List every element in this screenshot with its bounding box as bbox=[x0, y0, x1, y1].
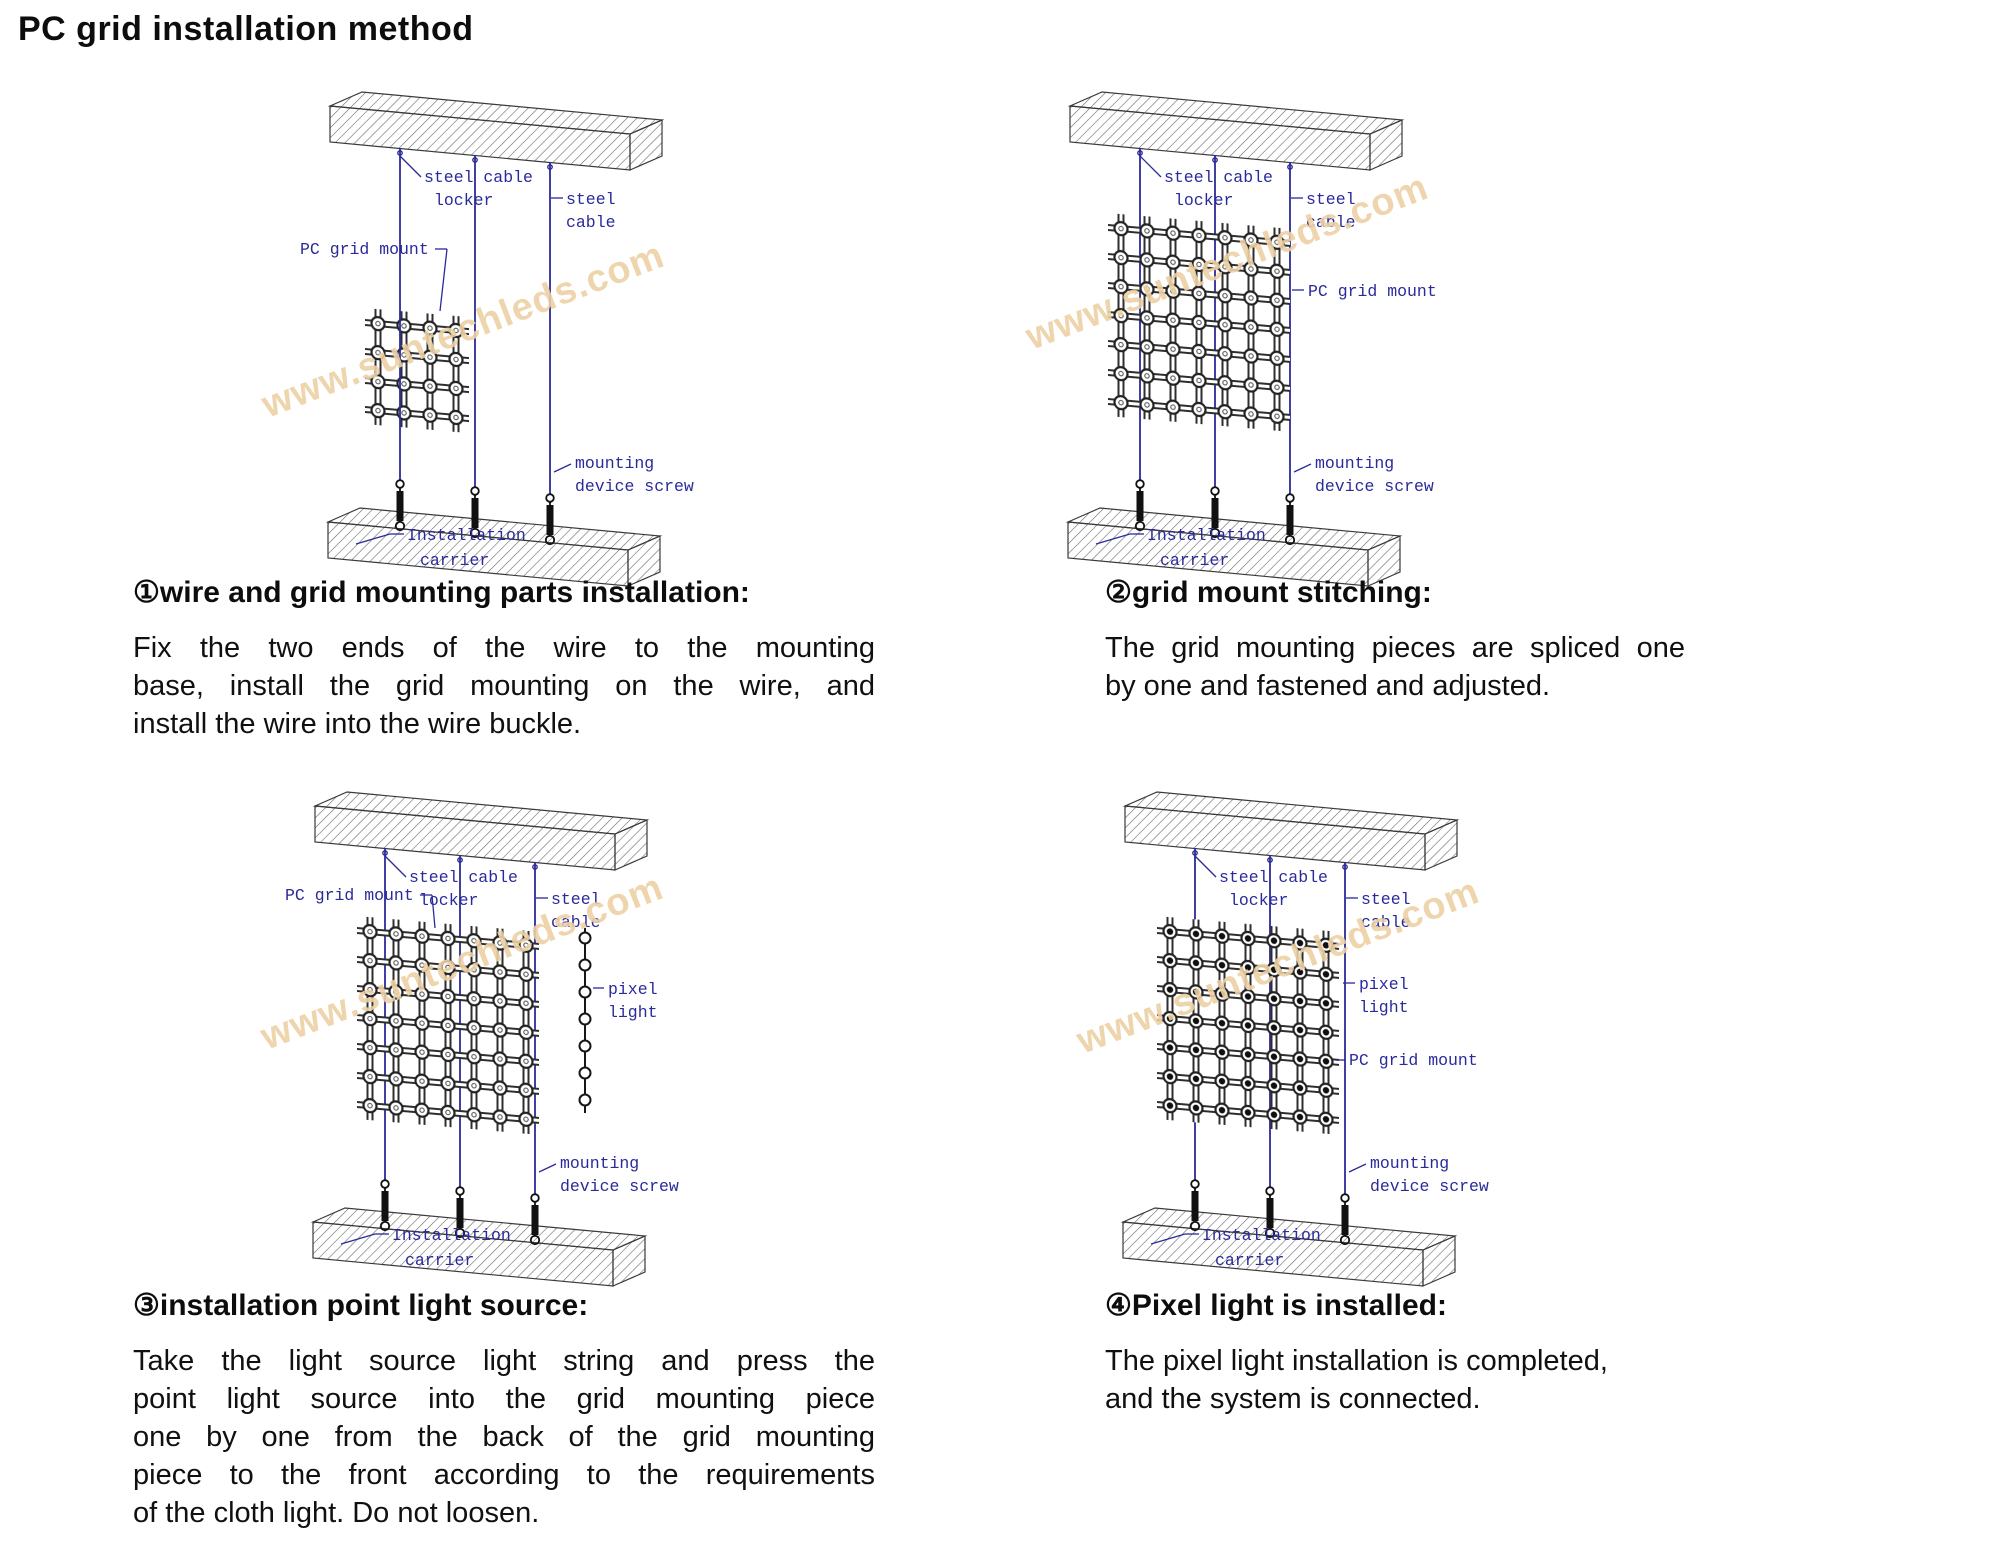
step-3-line: one by one from the back of the grid mou… bbox=[133, 1421, 875, 1453]
label-steel-cable: cable bbox=[551, 913, 601, 932]
label-mounting-device-screw: device screw bbox=[1315, 477, 1434, 496]
cable-hook bbox=[1137, 150, 1143, 156]
step-2-line: The grid mounting pieces are spliced one bbox=[1105, 632, 1685, 664]
label-steel-cable: cable bbox=[1306, 213, 1356, 232]
mounting-device-screw-part bbox=[529, 1193, 541, 1246]
step-1-line: Fix the two ends of the wire to the moun… bbox=[133, 632, 875, 664]
step-2-caption: ②grid mount stitching: The grid mounting… bbox=[1105, 575, 1685, 705]
cable-hook bbox=[1287, 164, 1293, 170]
pc-grid-mesh-with-pixels bbox=[1157, 916, 1339, 1135]
label-mounting-device-screw: mounting bbox=[1315, 454, 1394, 473]
label-steel-cable-locker: locker bbox=[419, 891, 478, 910]
label-installation-carrier: Installation bbox=[1147, 526, 1266, 545]
label-steel-cable: steel bbox=[1361, 890, 1411, 909]
cable-hook bbox=[457, 857, 463, 863]
label-steel-cable: steel bbox=[566, 190, 616, 209]
cable-hook bbox=[472, 157, 478, 163]
diagram-step-3: steel cable locker steel cable PC grid m… bbox=[254, 791, 679, 1287]
top-beam bbox=[329, 91, 663, 171]
label-mounting-device-screw: mounting bbox=[1370, 1154, 1449, 1173]
pc-grid-mesh bbox=[1108, 212, 1290, 432]
installation-carrier-beam bbox=[312, 1207, 646, 1287]
label-installation-carrier: Installation bbox=[1202, 1226, 1321, 1245]
step-4-caption: ④Pixel light is installed: The pixel lig… bbox=[1105, 1288, 1685, 1418]
label-pc-grid-mount: PC grid mount bbox=[1308, 282, 1437, 301]
step-3-caption: ③installation point light source: Take t… bbox=[133, 1288, 875, 1532]
label-installation-carrier: Installation bbox=[392, 1226, 511, 1245]
label-mounting-device-screw: device screw bbox=[560, 1177, 679, 1196]
cable-hook bbox=[382, 850, 388, 856]
diagram-step-1: steel cable locker steel cable PC grid m… bbox=[255, 91, 694, 587]
step-4-line: The pixel light installation is complete… bbox=[1105, 1345, 1608, 1377]
step-3-heading: ③installation point light source: bbox=[133, 1289, 589, 1322]
label-steel-cable-locker: locker bbox=[434, 191, 493, 210]
label-pixel-light: pixel bbox=[608, 980, 658, 999]
diagram-step-2: steel cable locker steel cable PC grid m… bbox=[1019, 91, 1437, 587]
label-steel-cable-locker: steel cable bbox=[424, 168, 533, 187]
label-steel-cable: cable bbox=[566, 213, 616, 232]
cable-hook bbox=[1267, 857, 1273, 863]
step-3-line: Take the light source light string and p… bbox=[133, 1345, 875, 1377]
mounting-device-screw-part bbox=[379, 1179, 391, 1232]
cable-hook bbox=[1342, 864, 1348, 870]
diagram-step-4: steel cable locker steel cable pixel lig… bbox=[1070, 791, 1489, 1287]
step-1-heading: ①wire and grid mounting parts installati… bbox=[133, 576, 750, 609]
top-beam bbox=[314, 791, 648, 871]
step-1-line: base, install the grid mounting on the w… bbox=[133, 670, 875, 702]
label-steel-cable-locker: steel cable bbox=[1219, 868, 1328, 887]
label-mounting-device-screw: mounting bbox=[575, 454, 654, 473]
step-2-heading: ②grid mount stitching: bbox=[1105, 576, 1432, 609]
step-3-line: of the cloth light. Do not loosen. bbox=[133, 1497, 540, 1529]
label-steel-cable-locker: locker bbox=[1229, 891, 1288, 910]
label-steel-cable: steel bbox=[1306, 190, 1356, 209]
cable-hook bbox=[547, 164, 553, 170]
label-steel-cable: cable bbox=[1361, 913, 1411, 932]
label-installation-carrier: carrier bbox=[405, 1251, 474, 1270]
label-pixel-light: light bbox=[608, 1003, 658, 1022]
step-4-line: and the system is connected. bbox=[1105, 1383, 1481, 1415]
step-1-line: install the wire into the wire buckle. bbox=[133, 708, 582, 740]
label-mounting-device-screw: device screw bbox=[1370, 1177, 1489, 1196]
label-pixel-light: light bbox=[1359, 998, 1409, 1017]
label-pixel-light: pixel bbox=[1359, 975, 1409, 994]
step-3-line: piece to the front according to the requ… bbox=[133, 1459, 875, 1491]
step-4-heading: ④Pixel light is installed: bbox=[1105, 1289, 1447, 1322]
label-steel-cable: steel bbox=[551, 890, 601, 909]
label-mounting-device-screw: device screw bbox=[575, 477, 694, 496]
label-installation-carrier: carrier bbox=[1160, 551, 1229, 570]
label-pc-grid-mount: PC grid mount bbox=[1349, 1051, 1478, 1070]
page-title: PC grid installation method bbox=[18, 10, 474, 48]
top-beam bbox=[1069, 91, 1403, 171]
step-2-line: by one and fastened and adjusted. bbox=[1105, 670, 1551, 702]
cable-hook bbox=[397, 150, 403, 156]
label-mounting-device-screw: mounting bbox=[560, 1154, 639, 1173]
label-installation-carrier: carrier bbox=[420, 551, 489, 570]
cable-hook bbox=[532, 864, 538, 870]
step-1-caption: ①wire and grid mounting parts installati… bbox=[133, 575, 875, 743]
label-steel-cable-locker: steel cable bbox=[1164, 168, 1273, 187]
top-beam bbox=[1124, 791, 1458, 871]
cable-hook bbox=[1212, 157, 1218, 163]
installation-carrier-beam bbox=[1122, 1207, 1456, 1287]
label-pc-grid-mount: PC grid mount bbox=[300, 240, 429, 259]
label-installation-carrier: Installation bbox=[407, 526, 526, 545]
cable-hook bbox=[1192, 850, 1198, 856]
pc-grid-mesh bbox=[365, 308, 469, 434]
pixel-light-string bbox=[578, 928, 592, 1113]
pc-grid-mesh bbox=[357, 916, 539, 1135]
label-steel-cable-locker: locker bbox=[1174, 191, 1233, 210]
mounting-device-screw-part bbox=[1339, 1193, 1351, 1246]
label-installation-carrier: carrier bbox=[1215, 1251, 1284, 1270]
label-steel-cable-locker: steel cable bbox=[409, 868, 518, 887]
label-pc-grid-mount: PC grid mount bbox=[285, 886, 414, 905]
mounting-device-screw-part bbox=[1189, 1179, 1201, 1232]
step-3-line: point light source into the grid mountin… bbox=[133, 1383, 875, 1415]
